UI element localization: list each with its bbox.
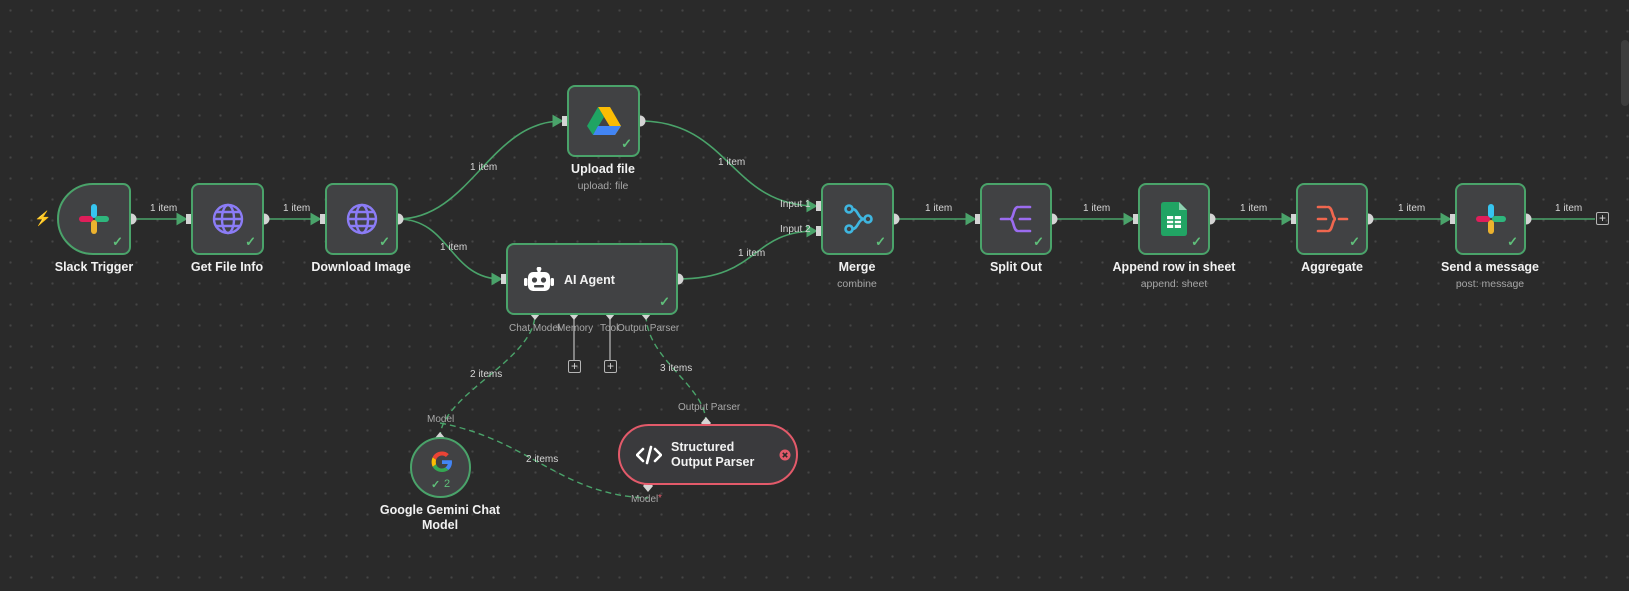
node-structured-output-parser[interactable]: Structured Output Parser (618, 424, 798, 485)
port-model: Model (427, 414, 455, 425)
node-label: Merge (838, 260, 876, 274)
wire-download-agent (397, 218, 503, 286)
split-out-icon (999, 205, 1032, 233)
node-label-line1: Google Gemini Chat (379, 503, 501, 517)
node-label: Split Out (989, 260, 1043, 274)
node-slack-trigger[interactable]: ✓ (57, 183, 131, 255)
node-subtitle: upload: file (577, 180, 629, 192)
run-count: 2 (444, 478, 451, 490)
port-chat-model: Chat Model (509, 323, 561, 334)
edge-label: 3 items (660, 363, 693, 374)
edge-label: 1 item (440, 242, 468, 253)
node-subtitle: post: message (1455, 278, 1525, 290)
node-download-image[interactable]: ✓ (325, 183, 398, 255)
node-label: Download Image (311, 260, 411, 274)
slack-icon (79, 204, 109, 234)
google-sheets-icon (1161, 202, 1187, 236)
edge-label: 1 item (1398, 203, 1426, 214)
edge-label: 1 item (470, 162, 498, 173)
node-aggregate[interactable]: ✓ (1296, 183, 1368, 255)
merge-input-1-label: Input 1 (780, 199, 811, 210)
success-check-icon: ✓ (1507, 234, 1518, 249)
port-model: Model (631, 494, 659, 505)
merge-icon (843, 204, 873, 234)
node-split-out[interactable]: ✓ (980, 183, 1052, 255)
edge-label: 1 item (1555, 203, 1583, 214)
wire-agent-merge (677, 224, 818, 280)
wire-gemini-parser (439, 422, 649, 499)
node-label: Send a message (1441, 260, 1539, 274)
google-g-icon (431, 451, 452, 472)
node-label-line2: Model (421, 518, 459, 532)
edge-label: 1 item (1240, 203, 1268, 214)
add-tool-button[interactable]: + (604, 360, 617, 373)
wire-parser-agent (645, 313, 707, 424)
merge-input-2-label: Input 2 (780, 224, 811, 235)
node-subtitle: combine (837, 278, 877, 290)
node-label: Upload file (571, 162, 635, 176)
robot-icon (524, 267, 554, 291)
success-check-icon: ✓ (1033, 234, 1044, 249)
success-check-icon: ✓ (112, 234, 123, 249)
success-check-icon: ✓ (1349, 234, 1360, 249)
wire-upload-merge (639, 120, 818, 213)
edge-label: 1 item (738, 248, 766, 259)
node-label: Slack Trigger (54, 260, 134, 274)
port-output-parser: Output Parser (617, 323, 680, 334)
node-get-file-info[interactable]: ✓ (191, 183, 264, 255)
edge-label: 1 item (718, 157, 746, 168)
node-subtitle: append: sheet (1140, 278, 1208, 290)
port-memory: Memory (557, 323, 594, 334)
success-check-icon: ✓ (379, 234, 390, 249)
success-check-icon: ✓ (875, 234, 886, 249)
globe-icon (212, 203, 243, 235)
success-check-icon: ✓ (659, 294, 670, 309)
edge-label: 1 item (150, 203, 178, 214)
add-next-node-button[interactable]: + (1596, 212, 1609, 225)
success-check-icon: ✓ (621, 136, 632, 151)
node-upload-file[interactable]: ✓ (567, 85, 640, 157)
node-label: Aggregate (1301, 260, 1363, 274)
node-label: AI Agent (564, 273, 615, 287)
add-memory-button[interactable]: + (568, 360, 581, 373)
node-label-line2: Output Parser (671, 455, 755, 469)
code-icon (636, 445, 662, 465)
edge-label: 1 item (283, 203, 311, 214)
wire-download-upload (397, 114, 564, 220)
node-label: Get File Info (190, 260, 264, 274)
port-tool: Tool (600, 323, 619, 334)
globe-icon (346, 203, 377, 235)
node-send-a-message[interactable]: ✓ (1455, 183, 1526, 255)
wire-gemini-agent (439, 313, 536, 439)
port-output-parser-in: Output Parser (678, 402, 741, 413)
slack-icon (1475, 204, 1506, 234)
trigger-bolt-icon: ⚡ (34, 210, 52, 226)
node-label-line1: Structured (671, 440, 735, 454)
node-append-row-in-sheet[interactable]: ✓ (1138, 183, 1210, 255)
error-icon[interactable] (779, 449, 791, 461)
edge-label: 1 item (1083, 203, 1111, 214)
aggregate-icon (1316, 205, 1349, 233)
success-check-icon: ✓ (431, 479, 441, 491)
success-check-icon: ✓ (245, 234, 256, 249)
canvas-scrollbar[interactable] (1621, 40, 1629, 106)
node-ai-agent[interactable]: AI Agent ✓ (506, 243, 678, 315)
google-drive-icon (586, 107, 621, 135)
success-check-icon: ✓ (1191, 234, 1202, 249)
edge-label: 2 items (526, 454, 559, 465)
edge-label: 2 items (470, 369, 503, 380)
node-merge[interactable]: ✓ (821, 183, 894, 255)
node-label: Append row in sheet (1112, 260, 1236, 274)
required-marker: * (658, 493, 662, 504)
node-google-gemini-chat-model[interactable]: ✓ 2 (410, 437, 471, 498)
edge-label: 1 item (925, 203, 953, 214)
